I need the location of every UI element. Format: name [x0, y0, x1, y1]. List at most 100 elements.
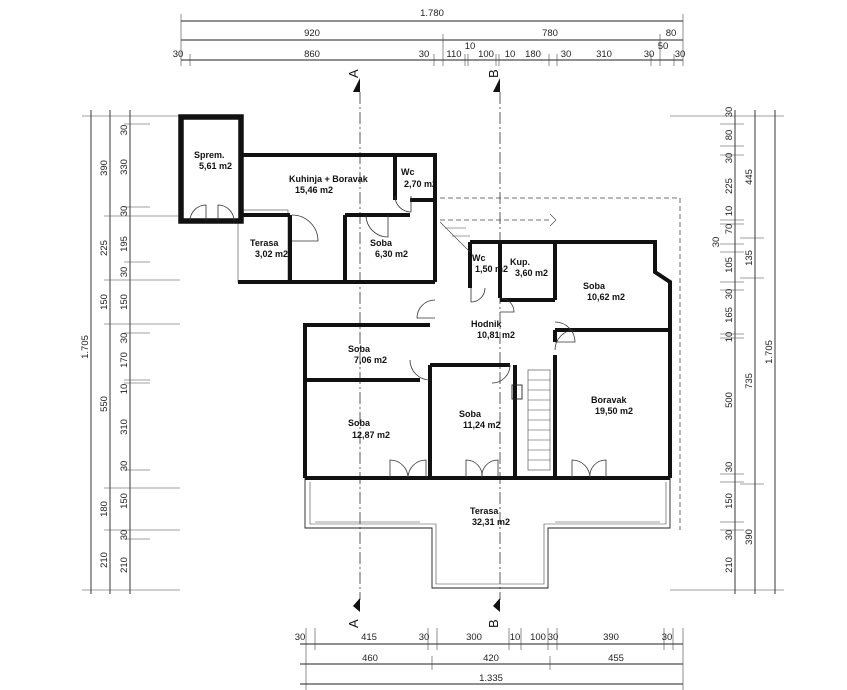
dim-right-mid-3: 390 [744, 529, 755, 545]
room-soba-12: Soba 12,87 m2 [348, 418, 390, 440]
dim-right-small-0: 30 [724, 107, 735, 118]
room-terasa-small: Terasa 3,02 m2 [250, 238, 288, 259]
room-area: 11,24 m2 [463, 420, 501, 430]
dim-bottom-small-1: 415 [361, 632, 377, 643]
room-name: Kuhinja + Boravak [289, 174, 369, 184]
dim-top-small-8: 30 [561, 49, 572, 60]
room-kup: Kup. 3,60 m2 [510, 257, 548, 278]
room-boravak: Boravak 19,50 m2 [591, 395, 633, 416]
room-soba-7: Soba 7,06 m2 [348, 344, 387, 365]
dim-right-small-11: 500 [724, 392, 735, 408]
dim-top-small-12: 30 [675, 49, 686, 60]
dim-left-small-4: 30 [119, 267, 130, 278]
room-area: 15,46 m2 [295, 185, 333, 195]
room-area: 6,30 m2 [375, 249, 408, 259]
terrace [304, 478, 671, 589]
room-name: Soba [370, 238, 393, 248]
dim-bottom-small-2: 30 [419, 632, 430, 643]
section-b-bottom: B [486, 619, 501, 628]
dim-top-small-10: 30 [644, 49, 655, 60]
room-name: Boravak [591, 395, 628, 405]
room-name: Soba [348, 344, 371, 354]
room-name: Hodnik [471, 319, 502, 329]
left-dimensions: 1.705 390 225 150 550 180 210 30 330 30 … [80, 110, 180, 594]
room-area: 7,06 m2 [354, 355, 387, 365]
dim-right-small-8: 30 [724, 289, 735, 300]
dim-right-small-2: 30 [724, 153, 735, 164]
room-name: Soba [348, 418, 371, 428]
dim-bottom-small-8: 30 [662, 632, 673, 643]
bottom-dimensions: 30 415 30 300 10 100 30 390 30 460 420 4… [295, 628, 684, 690]
dim-top-small-4: 10 [465, 41, 476, 52]
dim-left-small-6: 30 [119, 333, 130, 344]
dim-right-small-5: 70 [724, 224, 735, 235]
room-wc-upper: Wc 2,70 m2 [401, 167, 437, 189]
dim-bottom-small-3: 300 [466, 632, 482, 643]
dim-left-small-13: 210 [119, 557, 130, 573]
dim-top-small-5: 100 [478, 49, 494, 60]
stairs [439, 221, 551, 471]
dim-left-small-3: 195 [119, 236, 130, 252]
room-area: 10,62 m2 [587, 292, 625, 302]
room-name: Soba [459, 409, 482, 419]
room-name: Sprem. [194, 150, 225, 160]
dim-bottom-small-5: 100 [530, 632, 546, 643]
dim-left-mid-4: 180 [99, 501, 110, 517]
room-hodnik: Hodnik 10,81 m2 [471, 319, 515, 340]
room-sprem: Sprem. 5,61 m2 [194, 150, 232, 171]
room-area: 5,61 m2 [199, 161, 232, 171]
dim-left-small-10: 30 [119, 461, 130, 472]
dim-right-small-10: 10 [724, 332, 735, 343]
room-soba-10: Soba 10,62 m2 [583, 281, 625, 302]
section-a-top: A [346, 69, 361, 78]
dim-left-small-11: 150 [119, 493, 130, 509]
room-name: Wc [401, 167, 415, 177]
dim-top-mid-1: 780 [542, 28, 558, 39]
room-name: Soba [583, 281, 606, 291]
room-labels: Sprem. 5,61 m2 Kuhinja + Boravak 15,46 m… [194, 150, 633, 527]
dim-left-small-7: 170 [119, 352, 130, 368]
room-area: 3,60 m2 [515, 268, 548, 278]
section-lines: A B A B [346, 69, 501, 628]
dim-right-small-6: 30 [711, 237, 722, 248]
top-dimensions: 1.780 920 780 80 30 860 30 110 10 100 10… [173, 8, 686, 66]
section-b-top: B [486, 69, 501, 78]
dim-bottom-total: 1.335 [479, 673, 503, 684]
dim-bottom-mid-0: 460 [362, 653, 378, 664]
room-area: 32,31 m2 [472, 517, 510, 527]
room-soba-6: Soba 6,30 m2 [370, 238, 408, 259]
dim-left-small-2: 30 [119, 206, 130, 217]
dim-left-small-5: 150 [119, 294, 130, 310]
dim-top-small-0: 30 [173, 49, 184, 60]
dim-top-small-9: 310 [596, 49, 612, 60]
dim-top-small-7: 180 [525, 49, 541, 60]
dim-left-mid-5: 210 [99, 552, 110, 568]
dim-right-small-14: 30 [724, 530, 735, 541]
dim-right-small-9: 165 [724, 307, 735, 323]
room-area: 19,50 m2 [595, 406, 633, 416]
dim-top-mid-2: 80 [666, 28, 677, 39]
dim-top-small-6: 10 [505, 49, 516, 60]
dim-right-small-15: 210 [724, 557, 735, 573]
dim-right-small-13: 150 [724, 493, 735, 509]
dim-left-small-9: 310 [119, 419, 130, 435]
dim-right-mid-0: 445 [744, 169, 755, 185]
room-wc-lower: Wc 1,50 m2 [472, 253, 508, 274]
dim-left-total: 1.705 [80, 335, 91, 359]
dim-left-mid-0: 390 [99, 160, 110, 176]
dim-right-small-3: 225 [724, 178, 735, 194]
dim-top-total: 1.780 [420, 8, 444, 19]
dim-bottom-small-0: 30 [295, 632, 306, 643]
room-soba-11: Soba 11,24 m2 [459, 409, 501, 430]
dim-right-small-1: 80 [724, 130, 735, 141]
dim-right-mid-1: 135 [744, 250, 755, 266]
dim-left-small-1: 330 [119, 159, 130, 175]
dim-top-mid-0: 920 [304, 28, 320, 39]
room-area: 12,87 m2 [352, 430, 390, 440]
room-area: 3,02 m2 [255, 249, 288, 259]
room-name: Wc [472, 253, 486, 263]
dim-bottom-mid-2: 455 [608, 653, 624, 664]
doors [189, 195, 607, 479]
room-area: 10,81 m2 [477, 330, 515, 340]
